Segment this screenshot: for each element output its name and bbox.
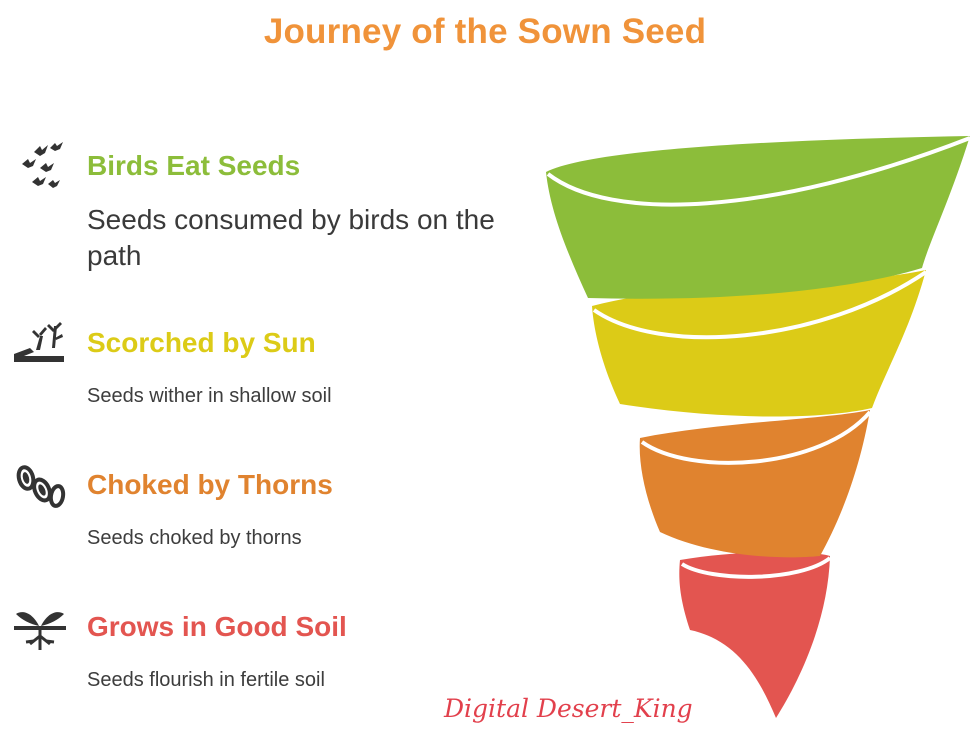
stage-description-good-soil: Seeds flourish in fertile soil — [87, 669, 325, 691]
funnel-band-thorns — [639, 410, 870, 558]
page-title: Journey of the Sown Seed — [263, 12, 707, 51]
withered-plant-icon — [12, 314, 68, 370]
stage-title-good-soil: Grows in Good Soil — [87, 611, 347, 642]
watermark-signature: Digital Desert_King — [444, 694, 693, 723]
spiral-funnel-graphic — [546, 136, 971, 718]
stage-description-birds: Seeds consumed by birds on the path — [87, 204, 495, 271]
stage-description-scorched: Seeds wither in shallow soil — [87, 385, 332, 407]
birds-icon — [14, 138, 70, 194]
funnel-band-scorched — [592, 270, 926, 417]
stage-title-birds: Birds Eat Seeds — [87, 150, 301, 181]
funnel-band-good-soil — [679, 551, 830, 718]
stage-description-thorns: Seeds choked by thorns — [87, 527, 302, 549]
stage-title-scorched: Scorched by Sun — [87, 327, 316, 358]
seeds-icon — [12, 456, 68, 512]
sprout-roots-icon — [12, 598, 68, 654]
stage-title-thorns: Choked by Thorns — [87, 469, 333, 500]
funnel-band-birds — [546, 136, 970, 299]
spiral-funnel — [530, 120, 980, 730]
